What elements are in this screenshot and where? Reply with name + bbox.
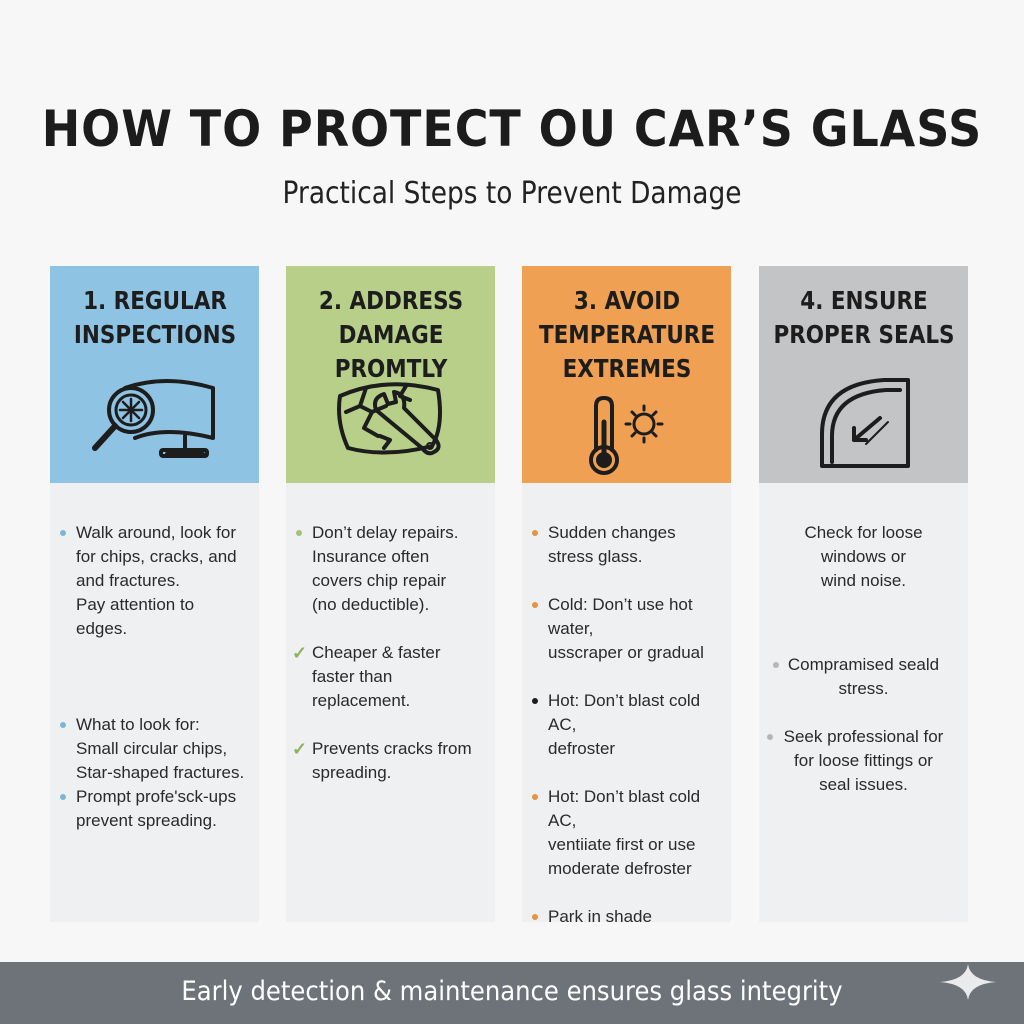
- list-item: ✓ Cheaper & faster faster than replaceme…: [292, 643, 441, 710]
- card-title: 2. ADDRESS DAMAGE PROMTLY: [318, 286, 463, 383]
- list-item: Compramised seald stress.: [769, 653, 958, 701]
- bullet-icon: [773, 662, 779, 668]
- list-item: Hot: Don’t blast cold AC, ventiiate firs…: [532, 785, 721, 881]
- card-body: Sudden changes stress glass. Cold: Don’t…: [522, 483, 731, 929]
- card-title: 1. REGULAR INSPECTIONS: [73, 286, 236, 349]
- list-item: Seek professional for for loose fittings…: [767, 725, 958, 797]
- card-header: 2. ADDRESS DAMAGE PROMTLY: [286, 266, 495, 483]
- card-header: 3. AVOID TEMPERATURE EXTREMES: [522, 266, 731, 483]
- list-item: Check for loose windows or wind noise.: [804, 523, 923, 590]
- bullet-icon: [532, 602, 538, 608]
- bullet-icon: [60, 530, 66, 536]
- page-title: HOW TO PROTECT OU CAR’S GLASS: [41, 100, 983, 158]
- window-seal-icon: [759, 374, 968, 470]
- list-item: Hot: Don’t blast cold AC, defroster: [532, 689, 721, 761]
- card-ensure-proper-seals: 4. ENSURE PROPER SEALS Check for loose w…: [759, 266, 968, 922]
- card-address-damage: 2. ADDRESS DAMAGE PROMTLY Don’t delay re…: [286, 266, 495, 922]
- bullet-icon: [532, 530, 538, 536]
- bullet-icon: [60, 794, 66, 800]
- card-avoid-temperature-extremes: 3. AVOID TEMPERATURE EXTREMES: [522, 266, 731, 926]
- magnifier-windshield-icon: [50, 366, 259, 466]
- footer-banner: Early detection & maintenance ensures gl…: [0, 962, 1024, 1024]
- list-item: What to look for: Small circular chips, …: [60, 713, 249, 785]
- list-item: ✓ Prevents cracks from spreading.: [292, 739, 472, 782]
- page-subtitle: Practical Steps to Prevent Damage: [282, 176, 742, 211]
- bullet-icon: [532, 698, 538, 704]
- bullet-icon: [296, 530, 302, 536]
- tips-cards: 1. REGULAR INSPECTIONS: [50, 266, 968, 926]
- list-item: Don’t delay repairs. Insurance often cov…: [296, 521, 485, 617]
- card-header: 1. REGULAR INSPECTIONS: [50, 266, 259, 483]
- card-body: Check for loose windows or wind noise. C…: [759, 483, 968, 797]
- bullet-icon: [532, 794, 538, 800]
- bullet-icon: [60, 722, 66, 728]
- bullet-icon: [532, 914, 538, 920]
- footer-text: Early detection & maintenance ensures gl…: [181, 976, 843, 1007]
- card-header: 4. ENSURE PROPER SEALS: [759, 266, 968, 483]
- list-item: Sudden changes stress glass.: [532, 521, 721, 569]
- cracked-glass-wrench-icon: [286, 366, 495, 466]
- card-body: Don’t delay repairs. Insurance often cov…: [286, 483, 495, 785]
- sparkle-icon: [940, 964, 996, 1009]
- card-regular-inspections: 1. REGULAR INSPECTIONS: [50, 266, 259, 922]
- list-item: Park in shade: [532, 905, 721, 929]
- list-item: Prompt profe'sck-ups prevent spreading.: [60, 785, 249, 833]
- card-body: Walk around, look for for chips, cracks,…: [50, 483, 259, 833]
- card-title: 3. AVOID TEMPERATURE EXTREMES: [538, 286, 715, 383]
- bullet-icon: [767, 734, 773, 740]
- checkmark-icon: ✓: [292, 643, 308, 663]
- checkmark-icon: ✓: [292, 739, 308, 759]
- thermometer-sun-icon: [522, 394, 731, 478]
- list-item: Cold: Don’t use hot water, usscraper or …: [532, 593, 721, 665]
- list-item: Walk around, look for for chips, cracks,…: [60, 521, 249, 641]
- card-title: 4. ENSURE PROPER SEALS: [772, 286, 955, 349]
